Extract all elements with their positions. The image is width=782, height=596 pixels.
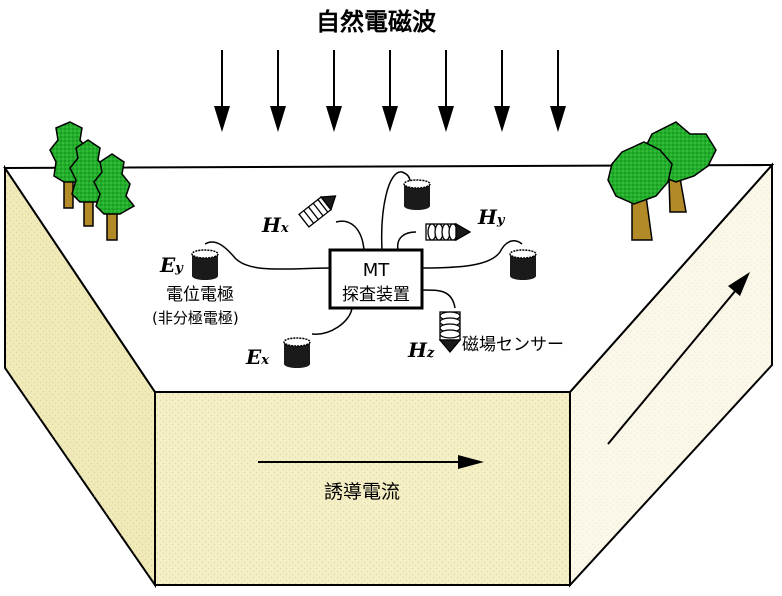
- arrow-down-icon: [326, 50, 342, 132]
- electrode-icon: [509, 249, 537, 280]
- label-ex: Ex: [245, 345, 269, 369]
- coil-sensor-icon: [298, 195, 337, 228]
- electrode-icon: [191, 249, 219, 280]
- mt-device-line2: 探査装置: [342, 285, 410, 305]
- label-hy: Hy: [477, 205, 506, 229]
- cable-hx: [335, 220, 365, 251]
- mt-device-line1: MT: [363, 260, 391, 281]
- label-ey: Ey: [159, 253, 184, 277]
- diagram-title: 自然電磁波: [316, 8, 437, 36]
- ground-front-texture: [155, 392, 570, 585]
- electrode-top: [403, 179, 431, 210]
- electrode-ey: [191, 249, 219, 280]
- electrode-right: [509, 249, 537, 280]
- arrow-down-icon: [214, 50, 230, 132]
- cable-hz: [421, 289, 456, 309]
- mt-device: MT 探査装置: [328, 248, 424, 310]
- electrode-icon: [403, 179, 431, 210]
- ground-right-texture: [570, 165, 772, 585]
- electrode-label: 電位電極: [166, 285, 234, 305]
- arrow-down-icon: [382, 50, 398, 132]
- arrow-down-icon: [550, 50, 566, 132]
- arrow-down-icon: [494, 50, 510, 132]
- current-arrow-icon: [258, 455, 484, 469]
- cable-right: [421, 239, 523, 269]
- cable-ey: [204, 241, 331, 270]
- cable-top: [380, 171, 411, 251]
- sensor-hz: [438, 311, 462, 354]
- arrow-down-icon: [270, 50, 286, 132]
- sensor-hy: [425, 222, 472, 242]
- ground-block: [3, 162, 775, 589]
- coil-sensor-icon: [438, 311, 462, 354]
- trees-left: [49, 121, 136, 241]
- induced-current-label: 誘導電流: [324, 481, 400, 503]
- tree-icon: [93, 153, 136, 241]
- electrode-ex: [283, 337, 311, 368]
- ground-left-side-texture: [5, 168, 155, 585]
- cable-hy: [396, 231, 417, 251]
- label-hz: Hz: [407, 338, 435, 362]
- electrode-sublabel: (非分極電極): [152, 309, 239, 327]
- coil-sensor-icon: [425, 222, 472, 242]
- incoming-wave-arrows: [214, 50, 566, 132]
- sensor-hx: [298, 195, 337, 228]
- cables: [204, 171, 523, 335]
- arrow-down-icon: [438, 50, 454, 132]
- current-arrow-side: [607, 272, 750, 445]
- mt-device-box: [328, 248, 424, 310]
- label-hx: Hx: [261, 213, 289, 237]
- trees-right: [607, 121, 717, 241]
- electrode-icon: [283, 337, 311, 368]
- current-arrow-icon: [607, 272, 750, 445]
- tree-icon: [607, 141, 673, 241]
- cable-ex: [311, 307, 353, 335]
- sensor-label: 磁場センサー: [462, 335, 564, 355]
- current-arrow-front: [258, 455, 484, 469]
